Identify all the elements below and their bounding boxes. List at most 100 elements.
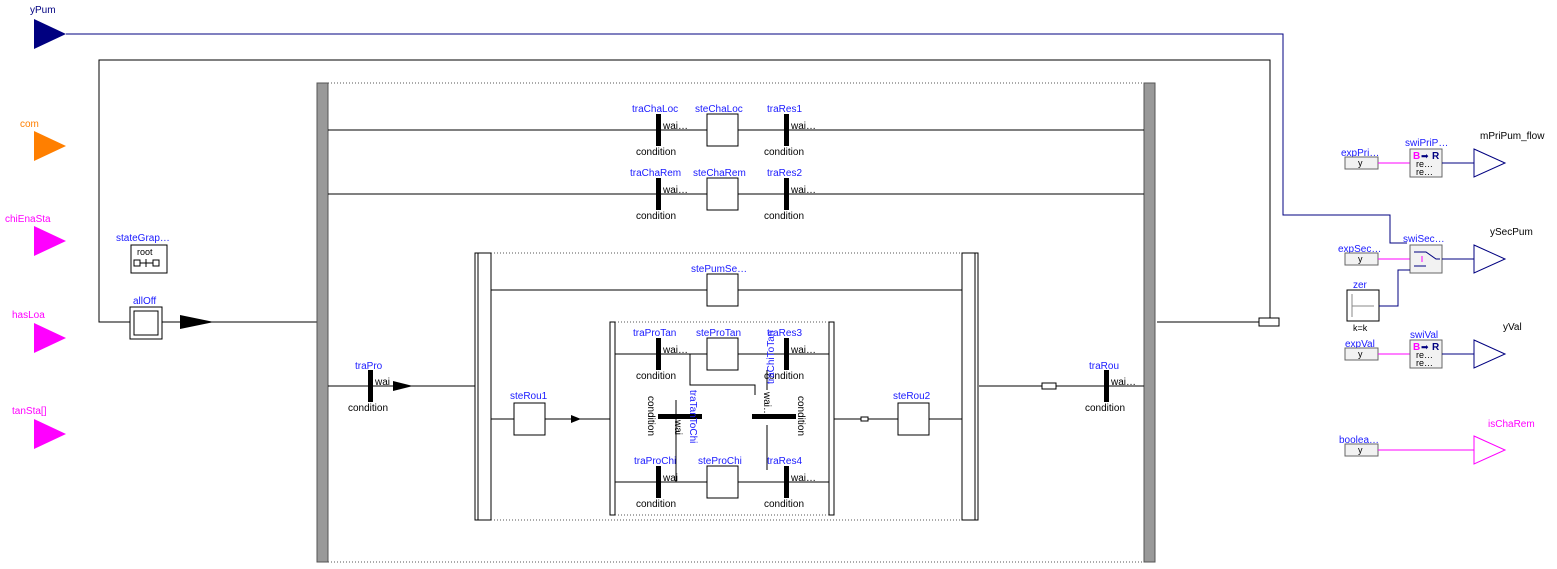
ySecPum-label: ySecPum (1490, 227, 1533, 238)
traRes4-label: traRes4 (767, 456, 802, 467)
traTanToChi-condition: condition (645, 396, 656, 436)
traChaLoc-condition: condition (636, 147, 676, 158)
step-stePumSe[interactable]: stePumSe… (691, 264, 747, 307)
traPro-wait: wai (374, 377, 390, 388)
traChiToTan-condition: condition (795, 396, 806, 436)
output-yVal[interactable]: yVal (1473, 322, 1522, 369)
block-expVal[interactable]: expVal y (1344, 339, 1379, 361)
traRes1-label: traRes1 (767, 104, 802, 115)
traChaLoc-wait: wai… (662, 121, 688, 132)
output-ySecPum[interactable]: ySecPum (1473, 227, 1533, 274)
input-yPum-label: yPum (30, 5, 56, 16)
wire-yPum (66, 33, 1407, 244)
input-tanSta-label: tanSta[] (12, 406, 47, 417)
swiVal-line1: re… (1416, 350, 1433, 360)
transition-traRes4[interactable]: traRes4 wai… condition (764, 456, 816, 510)
transition-traRes1[interactable]: traRes1 wai… condition (764, 104, 816, 158)
output-mPriPum_flow[interactable]: mPriPum_flow (1473, 131, 1545, 178)
zer-param: k=k (1353, 323, 1368, 333)
outer-parallel-left-bar (316, 82, 329, 563)
block-expPri[interactable]: expPri… y (1341, 148, 1379, 170)
steChaLoc-label: steChaLoc (695, 104, 743, 115)
block-swiVal[interactable]: swiVal B ➡ R re… re… (1409, 330, 1443, 369)
boolea-label: boolea… (1339, 435, 1379, 446)
block-swiPriP[interactable]: swiPriP… B ➡ R re… re… (1405, 138, 1448, 178)
swiSec-label: swiSec… (1403, 234, 1445, 245)
step-steRou2[interactable]: steRou2 (893, 391, 931, 436)
boolea-port: y (1358, 445, 1363, 455)
traRes3-label: traRes3 (767, 328, 802, 339)
expSec-label: expSec… (1338, 244, 1381, 255)
steRou2-label: steRou2 (893, 391, 931, 402)
transition-traRes2[interactable]: traRes2 wai… condition (764, 168, 816, 222)
expVal-port: y (1358, 349, 1363, 359)
traChiToTan-label: traChiToTan (766, 331, 777, 384)
traRou-label: traRou (1089, 361, 1119, 372)
traRou-wait: wai… (1110, 377, 1136, 388)
mPriPum_flow-label: mPriPum_flow (1480, 131, 1545, 142)
allOff-label: allOff (133, 296, 156, 307)
transition-traChiToTan[interactable]: traChiToTan condition wai… (752, 331, 806, 436)
traRes4-wait: wai… (790, 473, 816, 484)
transition-traChaLoc[interactable]: traChaLoc wai… condition (632, 104, 688, 158)
outer-parallel-right-bar (1143, 82, 1156, 563)
swiVal-arrow-icon: ➡ (1421, 342, 1429, 352)
transition-traPro[interactable]: traPro wai condition (348, 361, 390, 414)
steRou2-connector (860, 416, 869, 422)
output-isChaRem[interactable]: isChaRem (1473, 419, 1535, 465)
swiPriP-line2: re… (1416, 167, 1433, 177)
switch-icon (1414, 251, 1440, 267)
state-graph-root-label: root (137, 247, 153, 257)
block-zer[interactable]: zer k=k (1346, 280, 1380, 333)
step-steChaLoc[interactable]: steChaLoc (695, 104, 743, 147)
traPro-condition: condition (348, 403, 388, 414)
traRou-condition: condition (1085, 403, 1125, 414)
state-graph-label: stateGrap… (116, 233, 170, 244)
input-yPum[interactable]: yPum (30, 5, 66, 49)
traTanToChi-wait: wai (672, 419, 683, 435)
yVal-label: yVal (1503, 322, 1522, 333)
transition-traProTan[interactable]: traProTan wai… condition (633, 328, 688, 382)
transition-traProChi[interactable]: traProChi wai condition (634, 456, 678, 510)
input-com[interactable]: com (20, 119, 66, 161)
traRes2-label: traRes2 (767, 168, 802, 179)
input-tanSta[interactable]: tanSta[] (12, 406, 66, 449)
expSec-port: y (1358, 254, 1363, 264)
swiPriP-symbol-b: B (1413, 151, 1420, 162)
traChaRem-condition: condition (636, 211, 676, 222)
traRou-connector (1041, 382, 1057, 390)
inner-parallel (609, 321, 835, 516)
initial-step-allOff[interactable]: allOff (129, 296, 163, 340)
step-steProTan[interactable]: steProTan (696, 328, 741, 371)
traChaRem-wait: wai… (662, 185, 688, 196)
state-graph-root[interactable]: stateGrap… root (116, 233, 170, 274)
stePumSe-label: stePumSe… (691, 264, 747, 275)
expPri-label: expPri… (1341, 148, 1379, 159)
expVal-label: expVal (1345, 339, 1375, 350)
transition-traTanToChi[interactable]: traTanToChi condition wai (645, 390, 702, 443)
transition-traRou[interactable]: traRou wai… condition (1085, 361, 1136, 414)
swiVal-line2: re… (1416, 358, 1433, 368)
traRes3-condition: condition (764, 371, 804, 382)
transition-traChaRem[interactable]: traChaRem wai… condition (630, 168, 688, 222)
step-steChaRem[interactable]: steChaRem (693, 168, 746, 211)
expPri-port: y (1358, 158, 1363, 168)
input-hasLoa[interactable]: hasLoa (12, 310, 66, 353)
traPro-label: traPro (355, 361, 383, 372)
input-chiEnaSta[interactable]: chiEnaSta (5, 214, 66, 256)
wire-feedback-loop (98, 59, 1271, 323)
steRou1-arrow (571, 415, 581, 423)
block-swiSec[interactable]: swiSec… (1403, 234, 1445, 274)
step-steRou1[interactable]: steRou1 (510, 391, 548, 436)
steProChi-label: steProChi (698, 456, 742, 467)
block-boolea[interactable]: boolea… y (1339, 435, 1379, 457)
step-steProChi[interactable]: steProChi (698, 456, 742, 499)
swiPriP-arrow-icon: ➡ (1421, 151, 1429, 161)
transition-traRes3[interactable]: traRes3 wai… condition (764, 328, 816, 382)
input-chiEnaSta-label: chiEnaSta (5, 214, 51, 225)
traProChi-wait: wai (662, 473, 678, 484)
isChaRem-label: isChaRem (1488, 419, 1535, 430)
traProTan-wait: wai… (662, 345, 688, 356)
block-expSec[interactable]: expSec… y (1338, 244, 1381, 266)
zer-label: zer (1353, 280, 1368, 291)
